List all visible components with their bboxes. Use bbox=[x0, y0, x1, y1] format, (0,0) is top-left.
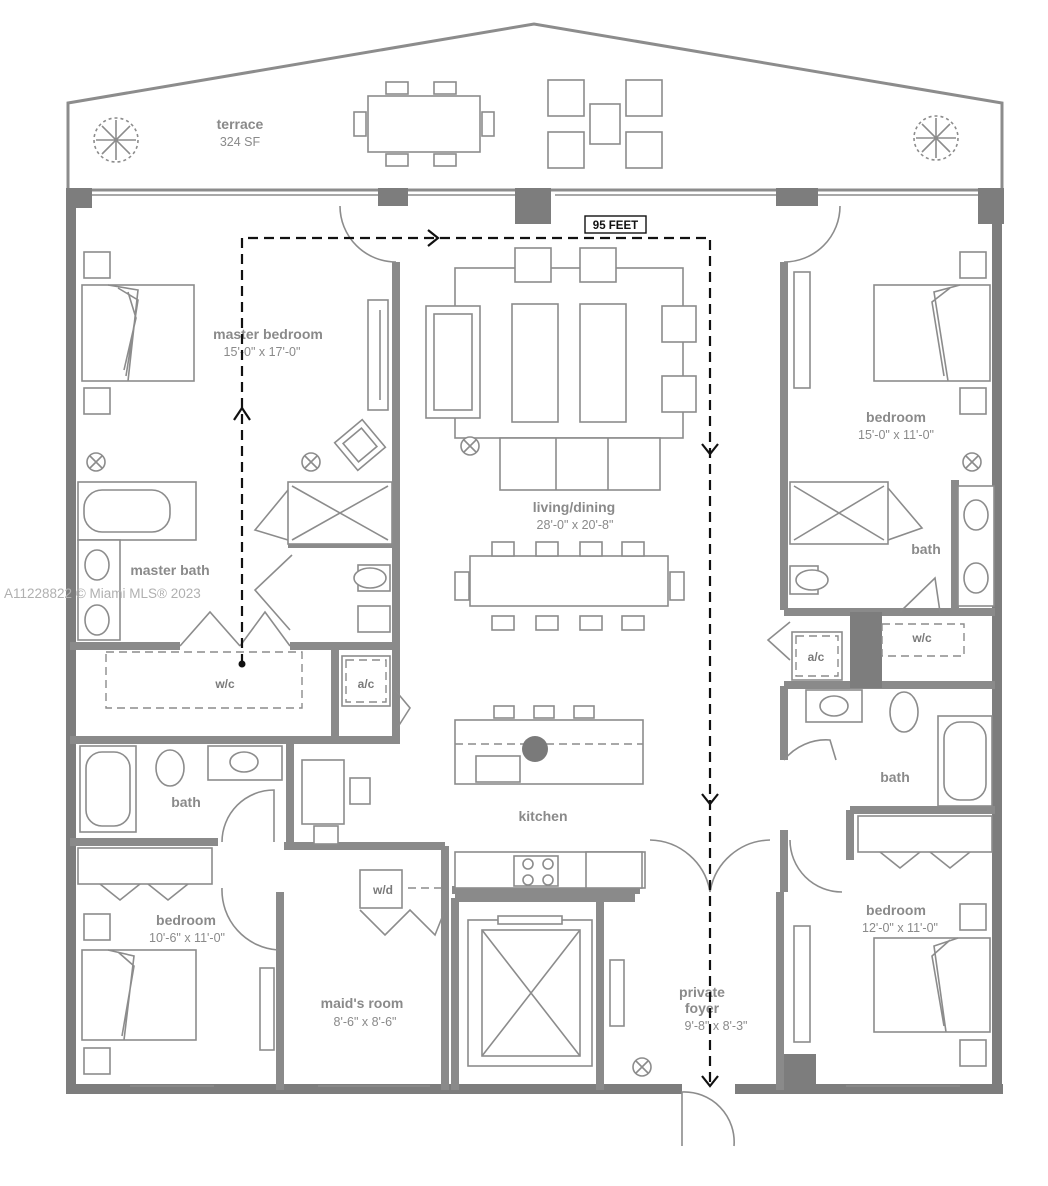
distance-badge bbox=[584, 215, 647, 234]
kitchen: kitchen bbox=[301, 705, 646, 889]
floor-drain-icon bbox=[632, 1057, 652, 1077]
route-start-marker bbox=[238, 660, 246, 668]
west-bath-label: bath bbox=[171, 794, 201, 810]
route-arrow-down bbox=[701, 1075, 719, 1088]
bath-east-label: bath bbox=[911, 541, 941, 557]
private-foyer: private foyer 9'-8" x 8'-3" bbox=[649, 839, 771, 1147]
west-bath: bath bbox=[79, 745, 283, 843]
bath-se-label: bath bbox=[880, 769, 910, 785]
bath-east: bath w/c bbox=[789, 481, 995, 657]
master-bedroom: master bedroom 15'-0" x 17'-0" bbox=[81, 251, 389, 472]
walking-distance-route: 95 FEET bbox=[233, 215, 719, 1088]
bedroom-ne-dims: 15'-0" x 11'-0" bbox=[858, 428, 934, 442]
maids-room-label: maid's room bbox=[321, 995, 404, 1011]
bedroom-se-label: bedroom bbox=[866, 902, 926, 918]
route-arrow-up bbox=[233, 406, 251, 421]
route-arrow-right bbox=[427, 229, 440, 247]
master-bedroom-label: master bedroom bbox=[213, 326, 323, 342]
private-foyer-dims: 9'-8" x 8'-3" bbox=[685, 1019, 748, 1033]
master-wc-label: w/c bbox=[214, 677, 235, 691]
bedroom-ne: bedroom 15'-0" x 11'-0" bbox=[793, 251, 991, 472]
bath-se: bath bbox=[783, 689, 993, 807]
terrace-label: terrace bbox=[217, 116, 264, 132]
ac-east-label: a/c bbox=[808, 650, 825, 664]
ac-east: a/c bbox=[766, 621, 843, 681]
bedroom-sw-label: bedroom bbox=[156, 912, 216, 928]
plant-icon bbox=[913, 115, 959, 161]
floor-drain-icon bbox=[460, 436, 480, 456]
maids-room: w/d maid's room 8'-6" x 8'-6" bbox=[318, 869, 446, 1087]
terrace-lounge-icon bbox=[547, 79, 663, 169]
wd-label: w/d bbox=[372, 883, 393, 897]
terrace-table-icon bbox=[353, 81, 495, 167]
master-bath: master bath bbox=[77, 481, 393, 641]
route-arrow-down bbox=[701, 793, 719, 806]
master-bedroom-dims: 15'-0" x 17'-0" bbox=[224, 345, 301, 359]
floor-drain-icon bbox=[301, 452, 321, 472]
floor-drain-icon bbox=[86, 452, 106, 472]
exterior-walls bbox=[66, 188, 1004, 1094]
bedroom-se: bedroom 12'-0" x 11'-0" bbox=[789, 815, 993, 1087]
bedroom-sw: bedroom 10'-6" x 11'-0" bbox=[77, 847, 279, 1087]
master-wc: w/c bbox=[105, 610, 303, 709]
bedroom-se-dims: 12'-0" x 11'-0" bbox=[862, 921, 938, 935]
plant-icon bbox=[93, 117, 139, 163]
living-dining: living/dining 28'-0" x 20'-8" bbox=[339, 205, 841, 631]
distance-label: 95 FEET bbox=[593, 220, 638, 232]
living-dining-dims: 28'-0" x 20'-8" bbox=[537, 518, 614, 532]
bedroom-sw-dims: 10'-6" x 11'-0" bbox=[149, 931, 225, 945]
bedroom-ne-label: bedroom bbox=[866, 409, 926, 425]
terrace-area: terrace 324 SF bbox=[66, 22, 1004, 196]
route-arrow-down bbox=[701, 443, 719, 456]
wc-east-label: w/c bbox=[911, 631, 932, 645]
ac-center: a/c bbox=[341, 655, 411, 731]
elevator bbox=[467, 915, 652, 1077]
ac-center-label: a/c bbox=[358, 677, 375, 691]
living-dining-label: living/dining bbox=[533, 499, 615, 515]
master-bath-label: master bath bbox=[130, 562, 209, 578]
watermark: A11228822 © Miami MLS® 2023 bbox=[4, 586, 201, 601]
private-foyer-label-line2: foyer bbox=[685, 1000, 720, 1016]
terrace-size: 324 SF bbox=[220, 135, 261, 149]
private-foyer-label-line1: private bbox=[679, 984, 725, 1000]
maids-room-dims: 8'-6" x 8'-6" bbox=[334, 1015, 397, 1029]
kitchen-label: kitchen bbox=[518, 808, 567, 824]
interior-walls bbox=[70, 262, 995, 1090]
floor-drain-icon bbox=[962, 452, 982, 472]
